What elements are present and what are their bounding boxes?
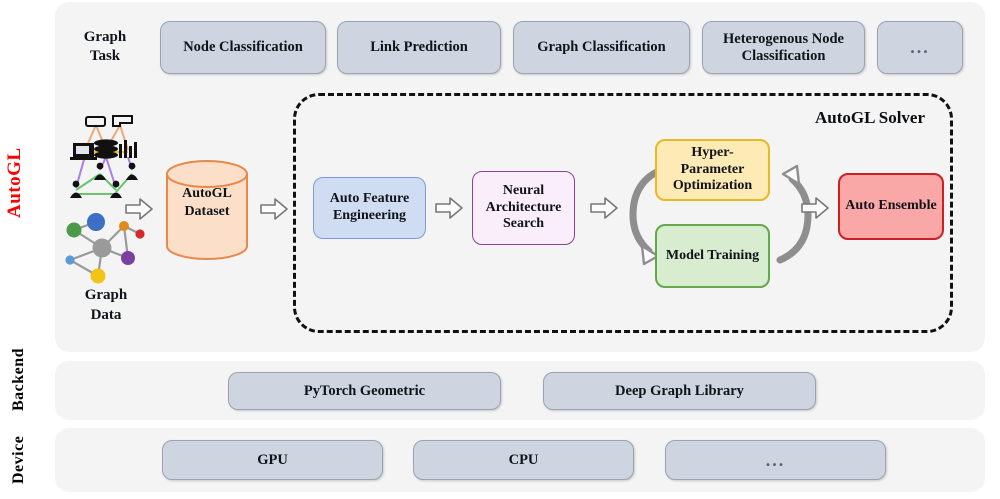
task-heterogenous-node-classification[interactable]: Heterogenous Node Classification — [702, 21, 865, 74]
dataset-label-line2: Dataset — [184, 203, 230, 219]
dataset-label-line1: AutoGL — [182, 186, 232, 201]
stage-auto-feature-engineering[interactable]: Auto Feature Engineering — [313, 177, 426, 239]
autogl-solver-region — [293, 93, 953, 333]
task-link-prediction[interactable]: Link Prediction — [337, 21, 501, 74]
backend-deep-graph-library[interactable]: Deep Graph Library — [543, 372, 816, 410]
device-gpu[interactable]: GPU — [162, 440, 383, 480]
task-graph-classification[interactable]: Graph Classification — [513, 21, 690, 74]
stage-model-training[interactable]: Model Training — [655, 224, 770, 288]
autogl-dataset-label: AutoGL Dataset — [163, 185, 251, 220]
graph-data-icon — [52, 206, 158, 288]
autogl-framework-label: AutoGL — [4, 147, 25, 219]
autogl-dataset-cylinder — [163, 160, 251, 260]
stage-neural-architecture-search[interactable]: Neural Architecture Search — [472, 171, 575, 245]
arrow-loop-to-ensemble — [800, 195, 830, 221]
graph-task-row-label: Graph Task — [62, 28, 148, 66]
graph-data-label: Graph Data — [52, 286, 160, 325]
backend-pytorch-geometric[interactable]: PyTorch Geometric — [228, 372, 501, 410]
stage-hyper-parameter-optimization[interactable]: Hyper-Parameter Optimization — [655, 139, 770, 201]
graph-data-label-line2: Data — [90, 306, 122, 323]
arrow-afe-to-nas — [434, 195, 464, 221]
loop-arrow-down-icon — [620, 160, 666, 275]
backend-panel — [55, 361, 985, 420]
arrow-dataset-to-solver — [259, 196, 289, 222]
backend-layer-label: Backend — [10, 347, 27, 411]
graph-task-label-line2: Task — [89, 47, 121, 64]
device-cpu[interactable]: CPU — [413, 440, 634, 480]
device-more[interactable]: ... — [665, 440, 886, 480]
task-more[interactable]: ... — [877, 21, 963, 74]
loop-arrow-up-icon — [772, 160, 818, 275]
arrow-data-to-dataset — [124, 196, 154, 222]
graph-task-label-line1: Graph — [83, 29, 127, 45]
stage-auto-ensemble[interactable]: Auto Ensemble — [838, 173, 944, 240]
autogl-solver-title: AutoGL Solver — [814, 108, 926, 127]
task-node-classification[interactable]: Node Classification — [160, 21, 326, 74]
graph-data-label-line1: Graph — [84, 287, 128, 303]
arrow-nas-to-loop — [589, 195, 619, 221]
heterogeneous-graph-icon — [58, 112, 154, 204]
device-layer-label: Device — [10, 435, 27, 485]
